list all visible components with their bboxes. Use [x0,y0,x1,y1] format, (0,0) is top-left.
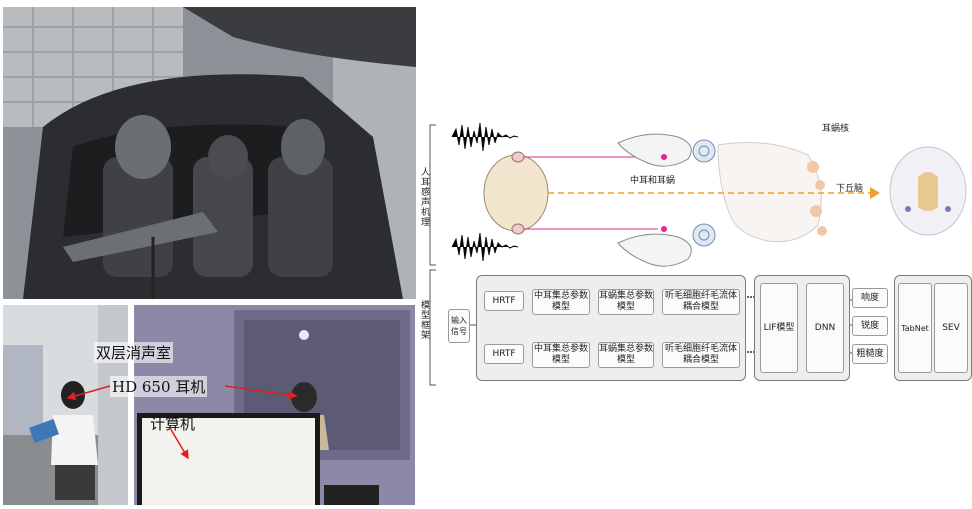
hair-cell-model-box-2: 听毛细胞纤毛流体耦合模型 [662,342,740,368]
dnn-box: DNN [806,283,844,373]
cochlea-model-box-2: 耳蜗集总参数模型 [598,342,654,368]
roughness-box: 粗糙度 [852,344,888,364]
cochlea-model-box-1: 耳蜗集总参数模型 [598,289,654,315]
cochlear-nucleus-label: 耳蜗核 [822,124,850,134]
annotation-arrows [66,385,298,460]
middle-ear-model-box-2: 中耳集总参数模型 [532,342,590,368]
computer-label: 计算机 [150,415,196,433]
anechoic-booth-photo [3,305,128,505]
model-diagram: 人耳感声机理 模型框架 中耳和耳蜗 耳蜗核 下丘脑 输入信号 HRTF 中耳集总… [418,115,972,395]
section-label-mechanism: 人耳感声机理 [419,167,429,227]
inferior-colliculus-label: 下丘脑 [836,184,864,194]
anechoic-room-label: 双层消声室 [94,342,174,363]
sev-box: SEV [934,283,968,373]
car-mannequin-photo [3,7,416,299]
middle-ear-model-box-1: 中耳集总参数模型 [532,289,590,315]
sharpness-box: 锐度 [852,316,888,336]
section-label-framework: 模型框架 [419,300,429,340]
control-room-photo [134,305,415,505]
hair-cell-model-box-1: 听毛细胞纤毛流体耦合模型 [662,289,740,315]
hrtf-box-2: HRTF [484,344,524,364]
tabnet-box: TabNet [898,283,932,373]
headphone-label: HD 650 耳机 [110,376,208,397]
lif-model-box: LIF模型 [760,283,798,373]
loudness-box: 响度 [852,288,888,308]
hrtf-box-1: HRTF [484,291,524,311]
input-signal-box: 输入信号 [448,309,470,343]
middle-ear-label: 中耳和耳蜗 [630,176,676,186]
